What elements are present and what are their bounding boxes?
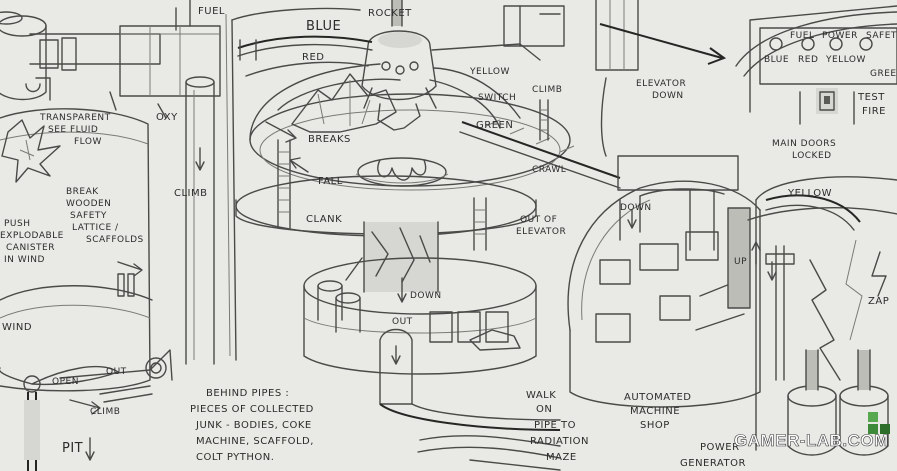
label-walk-1: WALK [526, 390, 556, 401]
gamer-lab-cube-icon [868, 412, 890, 434]
label-out-left: OUT [106, 367, 127, 377]
label-push-2: EXPLODABLE [0, 231, 64, 241]
label-test-fire-1: TEST [857, 92, 885, 103]
label-behind-3: JUNK - BODIES, COKE [195, 420, 312, 431]
watermark-text: GAMER-LAB.COM [734, 431, 889, 450]
label-main-doors-2: LOCKED [792, 151, 832, 161]
rocket-icon [361, 0, 437, 131]
label-break-4: LATTICE / [72, 223, 119, 233]
label-climb-top: CLIMB [532, 85, 562, 95]
label-clank: CLANK [306, 214, 342, 225]
label-behind-5: COLT PYTHON. [196, 452, 274, 463]
label-transparent-2: SEE FLUID [48, 125, 98, 135]
label-behind-4: MACHINE, SCAFFOLD, [196, 436, 314, 447]
label-blue: BLUE [306, 19, 341, 34]
label-main-doors-1: MAIN DOORS [772, 139, 836, 149]
label-walk-2: ON [536, 404, 552, 415]
left-tank [0, 108, 173, 471]
label-automated-3: SHOP [640, 420, 670, 431]
elevator-shaft [459, 0, 727, 189]
label-walk-4: RADIATION [530, 436, 589, 447]
label-automated-2: MACHINE [630, 406, 680, 417]
label-break-3: SAFETY [70, 211, 107, 221]
label-out-pipe: OUT [392, 317, 413, 327]
label-panel-power: POWER [822, 31, 858, 41]
label-down-right: DOWN [620, 203, 652, 213]
label-behind-1: BEHIND PIPES : [206, 388, 289, 399]
label-yellow-right: YELLOW [787, 188, 832, 199]
label-up: UP [734, 257, 747, 267]
label-elevator-down-1: ELEVATOR [636, 79, 686, 89]
climb-pipe [185, 76, 215, 365]
label-oxy: OXY [156, 112, 178, 123]
label-walk-3: PIPE TO [534, 420, 576, 431]
label-push-3: CANISTER [6, 243, 55, 253]
label-push-1: PUSH [4, 219, 31, 229]
label-switch: SWITCH [478, 93, 516, 103]
label-panel-red: RED [798, 55, 818, 65]
label-panel-safety: SAFETY [866, 31, 897, 41]
label-down-center: DOWN [410, 291, 442, 301]
center-platform [235, 139, 537, 375]
label-panel-yellow: YELLOW [825, 55, 866, 65]
label-transparent-1: TRANSPARENT [39, 113, 111, 123]
power-generator [747, 176, 897, 456]
watermark: GAMER-LAB.COM [734, 412, 890, 450]
generator-icon [787, 349, 889, 456]
label-zap: ZAP [868, 296, 889, 307]
label-open: OPEN [52, 377, 79, 387]
label-breaks: BREAKS [308, 134, 351, 145]
label-panel-blue: BLUE [764, 55, 789, 65]
control-panel [735, 5, 897, 125]
label-automated-1: AUTOMATED [624, 392, 691, 403]
label-yellow-top: YELLOW [469, 67, 510, 77]
bottom-pipes [379, 328, 561, 471]
label-pit: PIT [62, 441, 83, 456]
label-break-5: SCAFFOLDS [86, 235, 144, 245]
label-break-2: WOODEN [66, 199, 111, 209]
label-walk-5: MAZE [546, 452, 577, 463]
machine-shop [567, 155, 761, 408]
fan-icon [0, 365, 119, 471]
label-elevator-down-2: DOWN [652, 91, 684, 101]
label-climb-bottom: CLIMB [90, 407, 120, 417]
label-out-of-elevator-1: OUT OF [520, 215, 557, 225]
label-green: GREEN [476, 120, 513, 131]
label-climb-left: CLIMB [174, 188, 208, 199]
label-crawl: CRAWL [532, 165, 566, 175]
label-fall: FALL [318, 176, 343, 187]
label-out-of-elevator-2: ELEVATOR [516, 227, 566, 237]
label-red: RED [302, 52, 324, 63]
label-push-4: IN WIND [4, 255, 45, 265]
fuel-tanks [0, 0, 221, 101]
label-panel-green: GREE [870, 69, 897, 79]
label-fuel: FUEL [198, 6, 225, 17]
label-break-1: BREAK [66, 187, 99, 197]
label-test-fire-2: FIRE [862, 106, 886, 117]
label-behind-2: PIECES OF COLLECTED [190, 404, 314, 415]
barrel-icon [317, 280, 361, 333]
label-panel-fuel: FUEL [790, 31, 814, 41]
label-rocket: ROCKET [368, 8, 412, 19]
label-power-2: GENERATOR [680, 458, 746, 469]
label-power-1: POWER [700, 442, 740, 453]
label-wind: WIND [2, 322, 32, 333]
label-transparent-3: FLOW [74, 137, 102, 147]
